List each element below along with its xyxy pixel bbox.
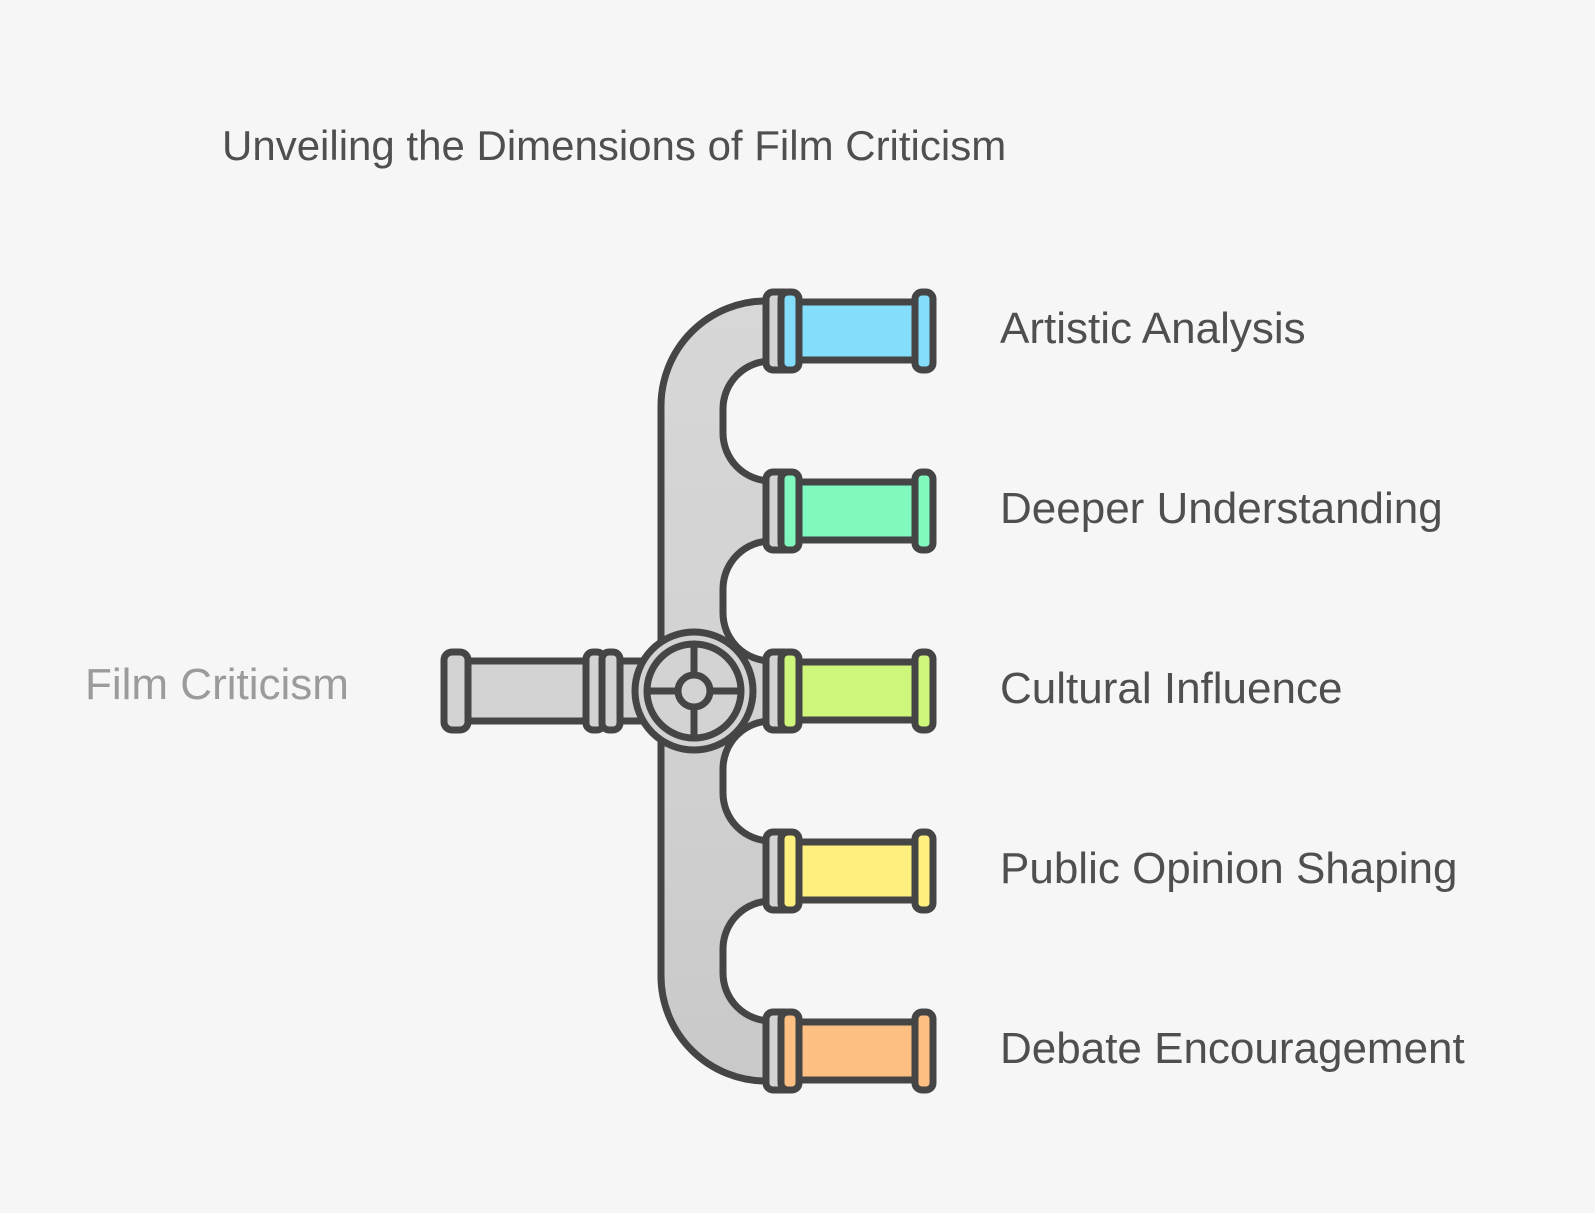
branch-label-artistic-analysis: Artistic Analysis (1000, 304, 1306, 353)
branch-label-deeper-understanding: Deeper Understanding (1000, 484, 1443, 533)
branch-label-cultural-influence: Cultural Influence (1000, 664, 1343, 713)
branch-label-public-opinion-shaping: Public Opinion Shaping (1000, 844, 1458, 893)
branch-flange-left (777, 288, 803, 374)
pipe-branch-artistic-analysis (762, 288, 937, 374)
pipe-branch-cultural-influence (762, 648, 937, 734)
pipe-branch-debate-encouragement (762, 1008, 937, 1094)
branch-body (794, 838, 922, 904)
branch-flange-right (911, 468, 937, 554)
branch-flange-left (777, 648, 803, 734)
branch-body (794, 478, 922, 544)
branch-label-debate-encouragement: Debate Encouragement (1000, 1024, 1465, 1073)
feed-pipe-flange-bar-2 (598, 648, 624, 734)
branch-flange-left (777, 1008, 803, 1094)
valve-wheel (631, 628, 757, 754)
pipe-branch-deeper-understanding (762, 468, 937, 554)
branch-flange-right (911, 828, 937, 914)
branch-flange-left (777, 828, 803, 914)
branch-flange-left (777, 468, 803, 554)
feed-pipe-endcap (440, 648, 472, 734)
branch-body (794, 658, 922, 724)
branch-body (794, 298, 922, 364)
source-label-film-criticism: Film Criticism (85, 660, 349, 709)
branch-flange-right (911, 288, 937, 374)
valve-hub (674, 671, 714, 711)
diagram-title: Unveiling the Dimensions of Film Critici… (222, 122, 1007, 169)
branch-flange-right (911, 1008, 937, 1094)
branch-flange-right (911, 648, 937, 734)
pipe-branch-public-opinion-shaping (762, 828, 937, 914)
branch-body (794, 1018, 922, 1084)
